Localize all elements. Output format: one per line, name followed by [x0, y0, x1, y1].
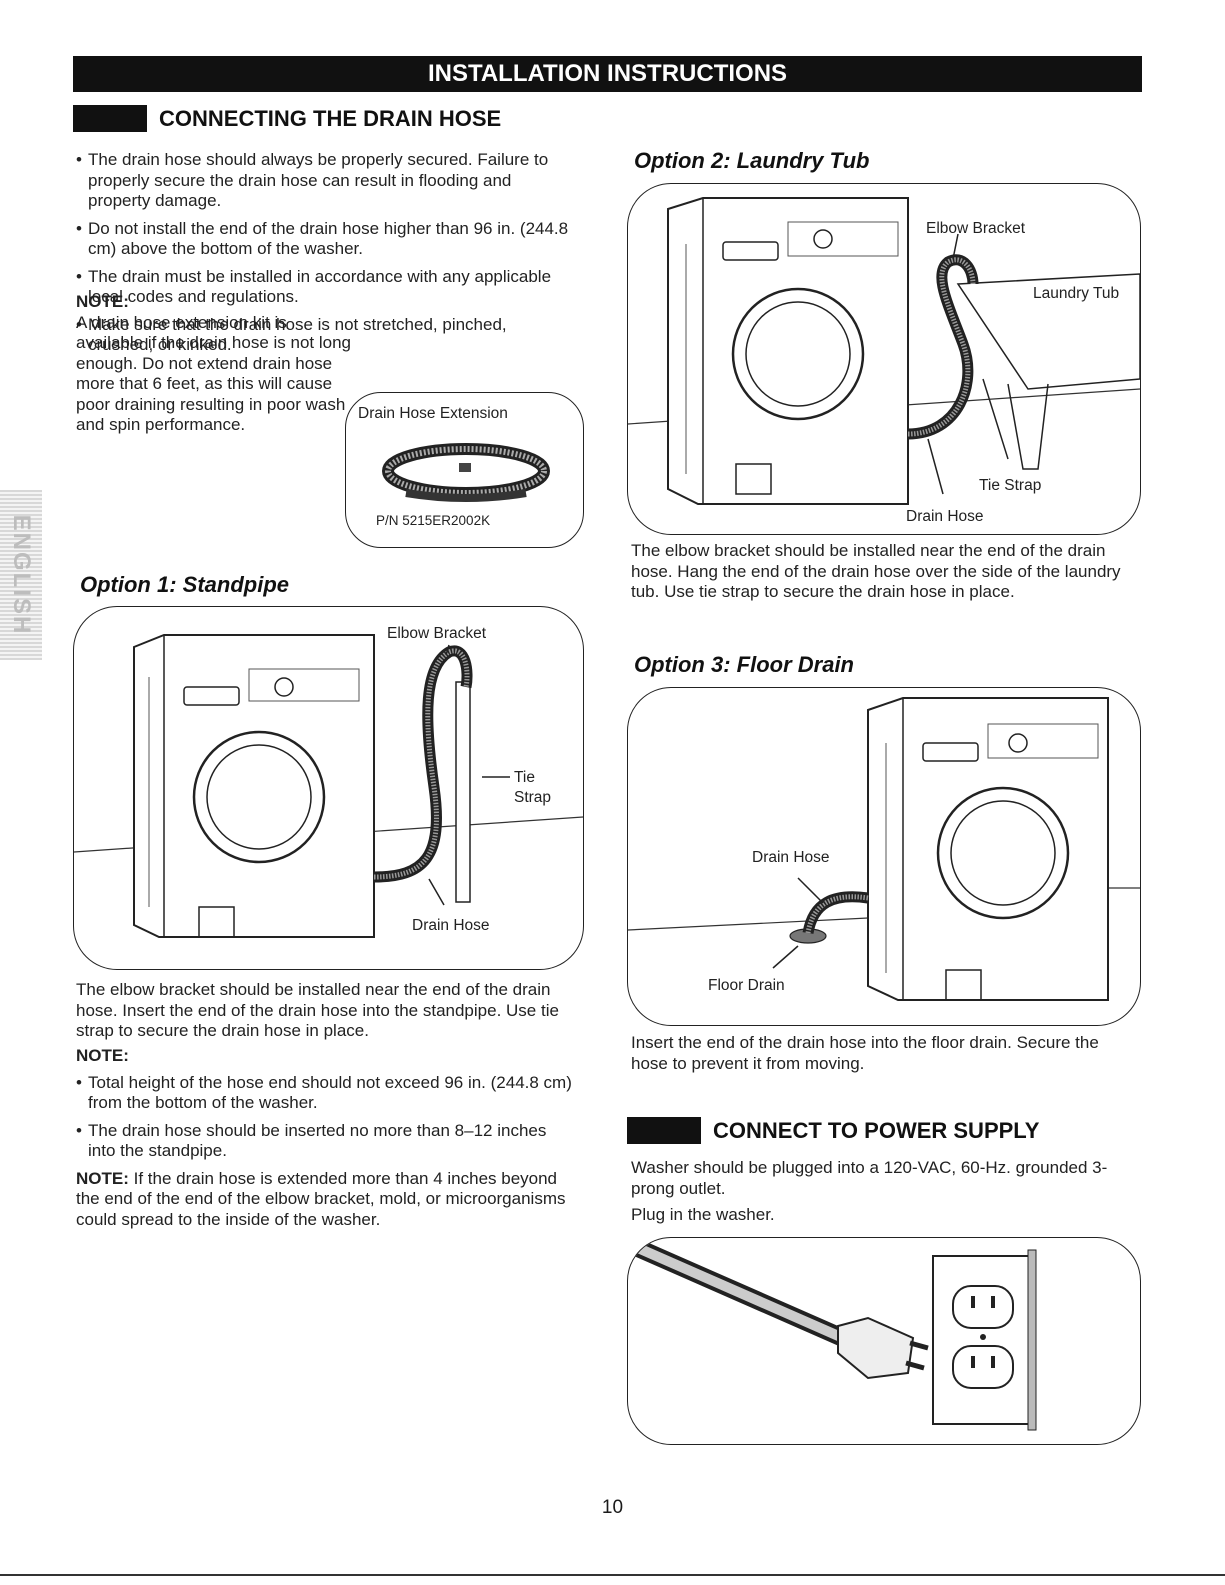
power-outlet-figure [627, 1237, 1141, 1445]
language-side-tab: ENGLISH [0, 490, 42, 660]
note-label: NOTE: [76, 1168, 129, 1188]
option1-tie-label: Tie [514, 769, 535, 786]
extension-part-number: P/N 5215ER2002K [376, 513, 491, 528]
power-section-title: CONNECT TO POWER SUPPLY [713, 1117, 1040, 1143]
bullet-item: Total height of the hose end should not … [76, 1073, 576, 1114]
option2-drain-label: Drain Hose [906, 508, 984, 525]
laundry-tub-illustration [628, 197, 1140, 505]
floor-drain-illustration [628, 697, 1140, 1001]
bullet-item: Make sure that the drain hose is not str… [76, 315, 576, 356]
option1-elbow-label: Elbow Bracket [387, 625, 487, 642]
drain-hose-extension-figure: Drain Hose Extension P/N 5215ER2002K [345, 392, 584, 548]
drain-hose-section-title: CONNECTING THE DRAIN HOSE [159, 105, 502, 131]
option2-title: Option 2: Laundry Tub [634, 148, 870, 173]
option1-title: Option 1: Standpipe [80, 572, 289, 597]
plug-outlet-illustration [634, 1239, 1037, 1431]
note-label: NOTE: [76, 1046, 129, 1065]
option1-drain-label: Drain Hose [412, 917, 490, 934]
heading-block-marker [73, 105, 147, 132]
extension-note-text: A drain hose extension kit is available … [76, 312, 352, 435]
standpipe-figure: Elbow Bracket Tie Strap Drain Hose [73, 606, 584, 970]
drain-hose-section-heading: CONNECTING THE DRAIN HOSE [73, 105, 501, 132]
extension-title: Drain Hose Extension [358, 405, 508, 422]
bullet-item: Do not install the end of the drain hose… [76, 219, 576, 260]
option2-description: The elbow bracket should be installed ne… [631, 541, 1121, 601]
option1-description: The elbow bracket should be installed ne… [76, 980, 559, 1040]
mold-note: NOTE: If the drain hose is extended more… [76, 1169, 576, 1231]
option3-drain-label: Drain Hose [752, 849, 830, 866]
bullet-item: The drain hose should be inserted no mor… [76, 1121, 576, 1162]
standpipe-illustration [74, 634, 583, 938]
option2-tie-label: Tie Strap [979, 477, 1042, 494]
standpipe-note: NOTE: Total height of the hose end shoul… [76, 1046, 576, 1230]
option2-tub-label: Laundry Tub [1033, 285, 1120, 302]
plug-in-text: Plug in the washer. [631, 1205, 775, 1224]
power-requirement-text: Washer should be plugged into a 120-VAC,… [631, 1158, 1108, 1198]
hose-coil-illustration [382, 443, 550, 502]
note-label: NOTE: [76, 292, 129, 311]
bullet-item: The drain hose should always be properly… [76, 150, 576, 212]
power-text: Washer should be plugged into a 120-VAC,… [631, 1158, 1111, 1226]
page-banner: INSTALLATION INSTRUCTIONS [73, 56, 1142, 92]
extension-note: NOTE: A drain hose extension kit is avai… [76, 292, 351, 436]
option1-strap-label: Strap [514, 789, 552, 806]
mold-note-text: If the drain hose is extended more than … [76, 1168, 566, 1229]
drain-hose-bullets: The drain hose should always be properly… [76, 150, 576, 363]
laundry-tub-figure: Elbow Bracket Laundry Tub Tie Strap Drai… [627, 183, 1141, 535]
option3-title: Option 3: Floor Drain [634, 652, 854, 677]
language-label: ENGLISH [8, 514, 35, 636]
floor-drain-figure: Drain Hose Floor Drain [627, 687, 1141, 1026]
option2-elbow-label: Elbow Bracket [926, 220, 1026, 237]
option3-description: Insert the end of the drain hose into th… [631, 1033, 1099, 1073]
bottom-rule [0, 1574, 1225, 1576]
bullet-item: The drain must be installed in accordanc… [76, 267, 576, 308]
page-number: 10 [601, 1497, 624, 1518]
option3-floor-label: Floor Drain [708, 977, 785, 994]
power-section-heading: CONNECT TO POWER SUPPLY [627, 1117, 1039, 1144]
heading-block-marker [627, 1117, 701, 1144]
